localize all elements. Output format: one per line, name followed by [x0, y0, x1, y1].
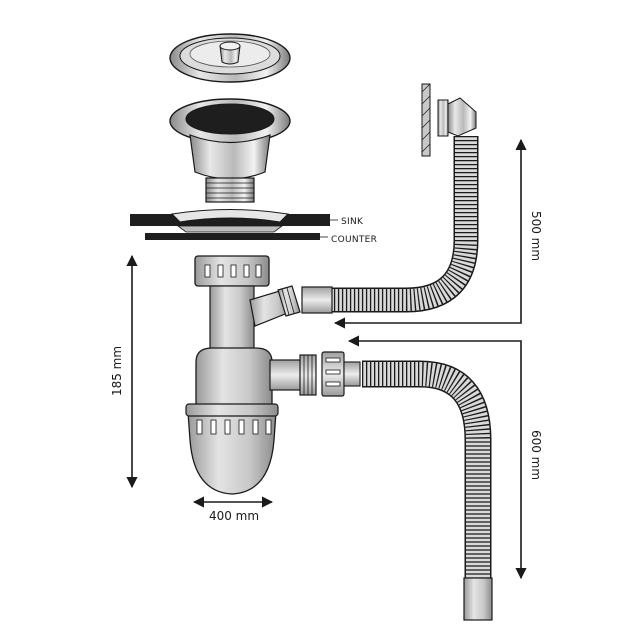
dimension-width-bottom: 400 mm: [192, 496, 274, 523]
strainer-lid: [169, 33, 291, 83]
dimension-height-left-label: 185 mm: [110, 346, 124, 396]
hose-connector-nut: [321, 351, 361, 397]
dimension-lower-hose: 600 mm: [347, 335, 543, 580]
counter-plate: [145, 233, 320, 240]
dimension-upper-hose-label: 500 mm: [529, 211, 543, 261]
counter-label: COUNTER: [331, 235, 377, 245]
strainer-basket: [169, 98, 291, 203]
dimension-width-bottom-label: 400 mm: [209, 509, 259, 523]
lower-flexible-hose: [362, 360, 493, 621]
dimension-lower-hose-label: 600 mm: [529, 430, 543, 480]
dimension-height-left: 185 mm: [110, 254, 138, 489]
siphon-trap: [185, 255, 317, 495]
sink-label: SINK: [341, 217, 364, 227]
sink-plate: [130, 209, 330, 233]
dimension-upper-hose: 500 mm: [333, 138, 543, 329]
